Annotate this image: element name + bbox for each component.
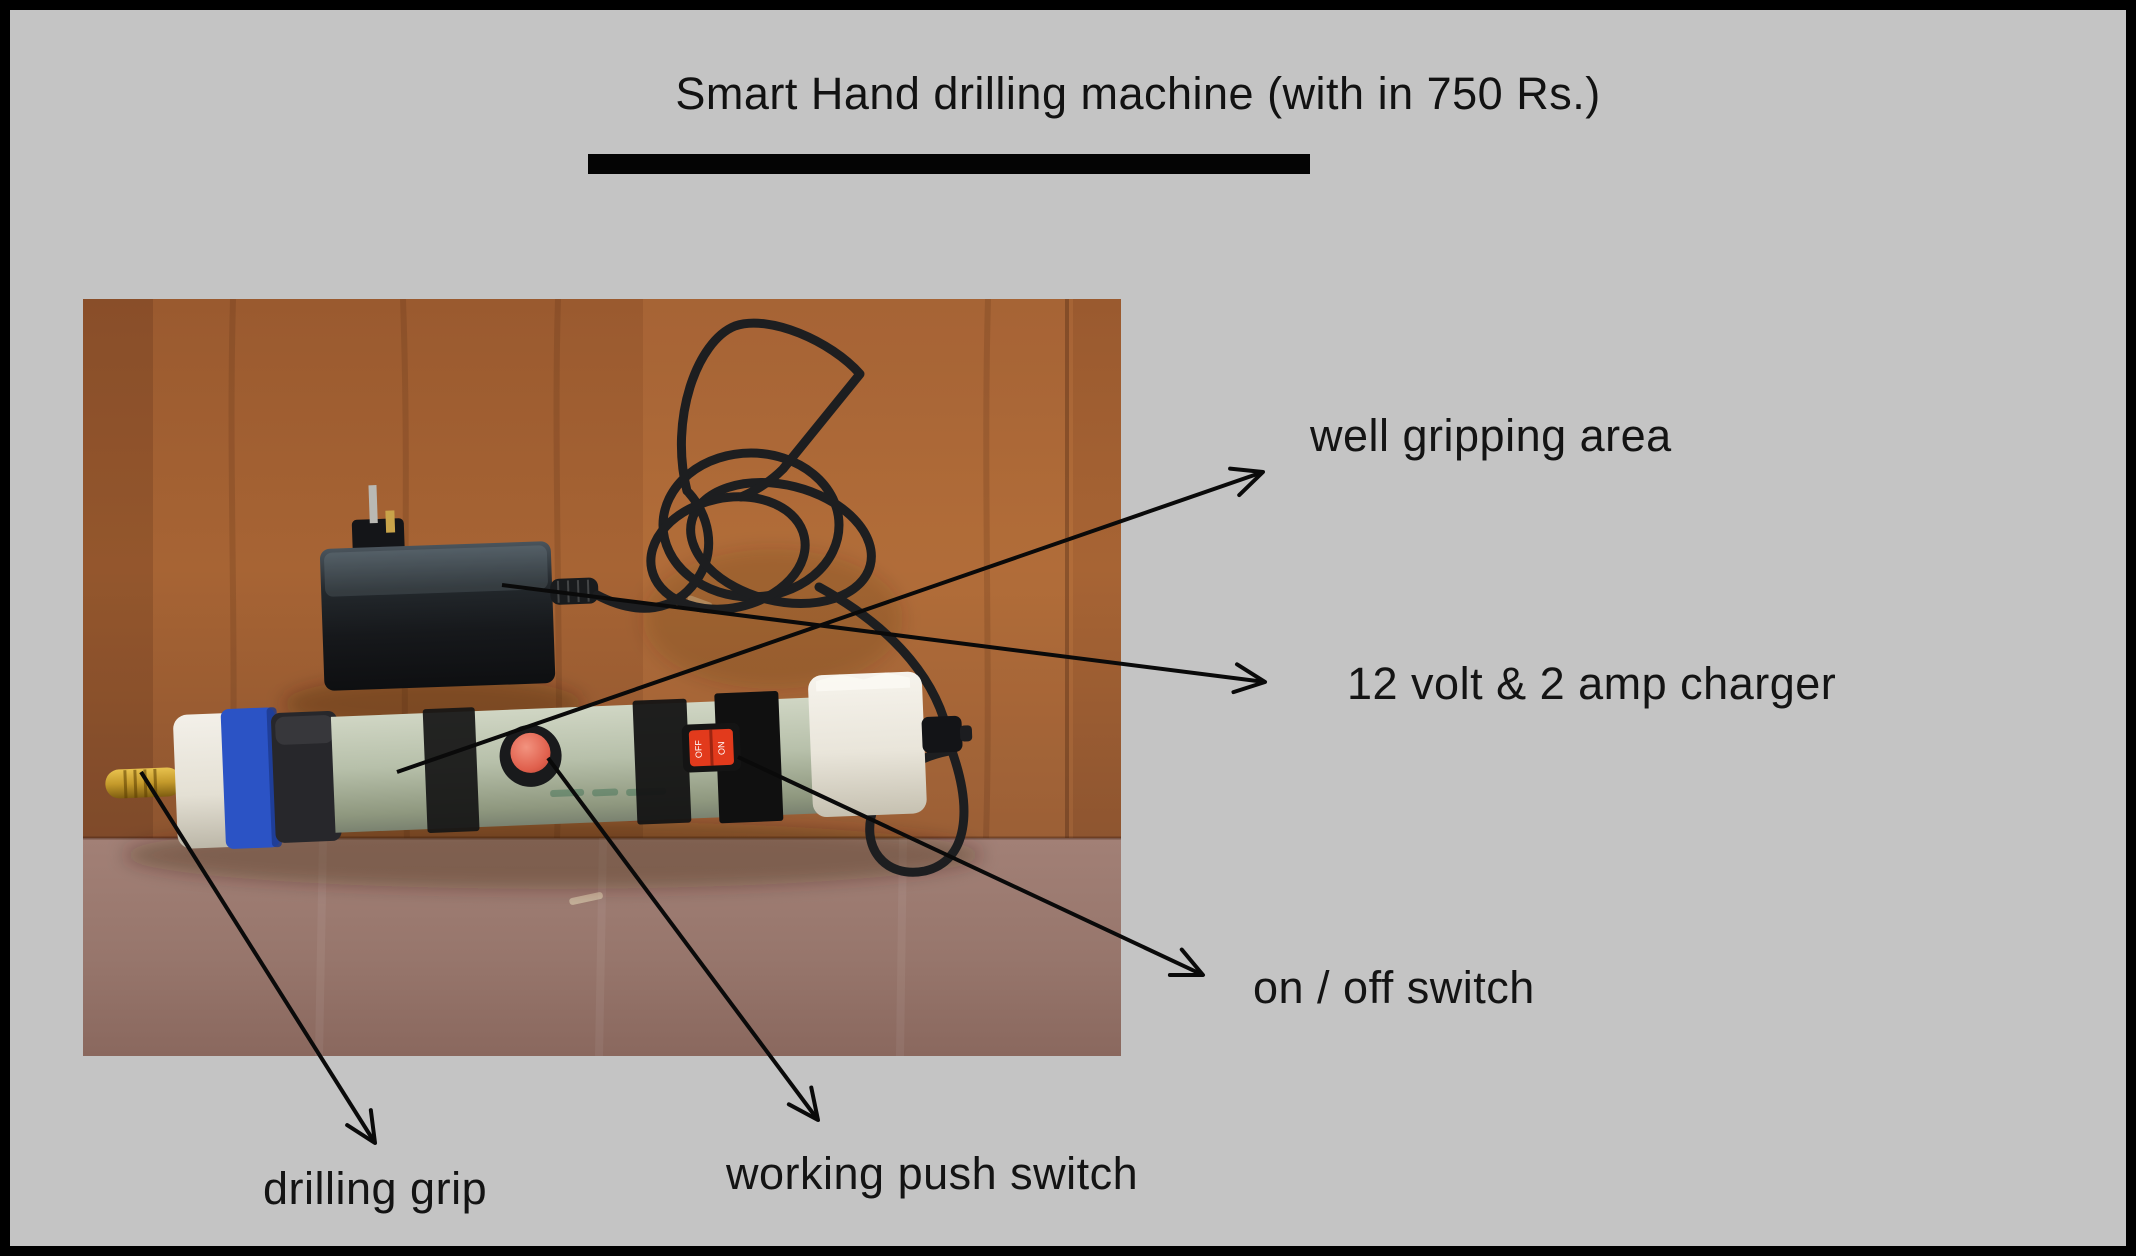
plug-pin-gold	[385, 510, 396, 533]
rocker-on-label: ON	[716, 741, 727, 755]
label-charger: 12 volt & 2 amp charger	[1347, 658, 1837, 709]
rocker-off-label: OFF	[693, 739, 704, 758]
photo-scene: OFF ON	[83, 298, 1121, 1057]
product-photo: OFF ON	[83, 298, 1121, 1057]
right-end-cap	[808, 671, 927, 818]
label-drilling-grip: drilling grip	[263, 1163, 488, 1214]
wood-table	[83, 298, 1121, 1057]
label-well-gripping-area: well gripping area	[1310, 410, 1672, 461]
rocker-switch: OFF ON	[681, 722, 742, 773]
plug-pin	[368, 485, 378, 524]
tape-band-2	[632, 698, 692, 825]
label-on-off-switch: on / off switch	[1253, 962, 1535, 1013]
power-jack	[921, 715, 963, 753]
label-working-push-switch: working push switch	[726, 1148, 1139, 1199]
drill-chuck-brass-tip	[105, 767, 182, 799]
page-title: Smart Hand drilling machine (with in 750…	[675, 68, 1601, 119]
title-underline	[588, 154, 1310, 174]
tape-band-1	[422, 707, 480, 833]
